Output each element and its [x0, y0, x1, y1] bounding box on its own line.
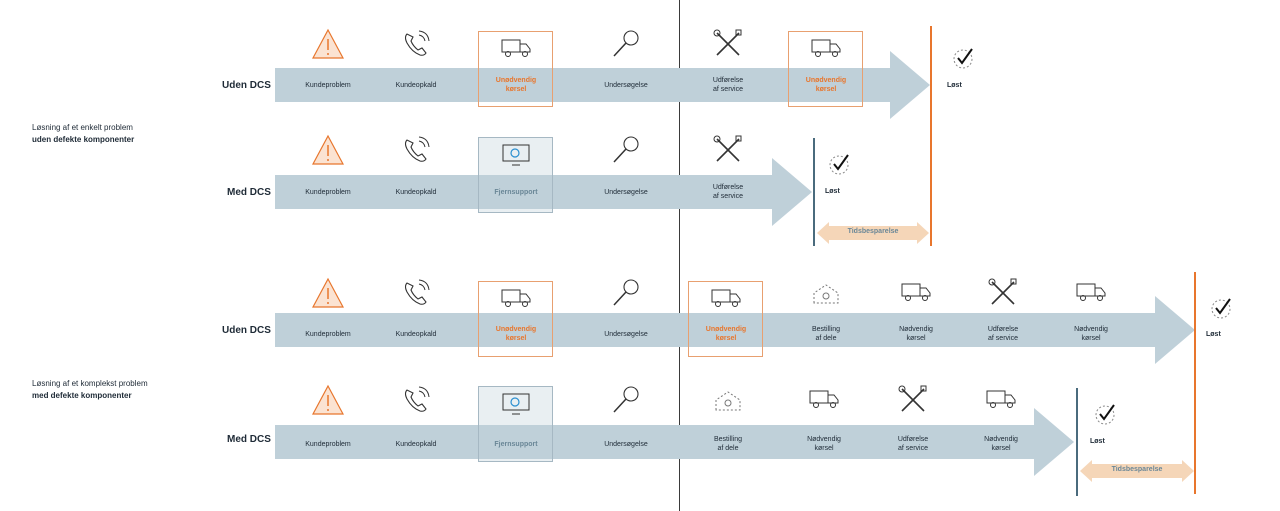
phone-icon	[398, 132, 434, 168]
process-arrow-head	[772, 158, 812, 226]
tools-icon	[895, 382, 931, 418]
time-savings-arrow: Tidsbesparelse	[1080, 460, 1194, 482]
process-arrow-body	[275, 313, 1156, 347]
step-label: Unødvendig kørsel	[495, 326, 537, 342]
step-label: Kundeproblem	[305, 331, 351, 338]
group-label-line1: Løsning af et komplekst problem	[32, 379, 148, 388]
step-label: Kundeproblem	[305, 441, 351, 448]
step-label: Kundeopkald	[395, 82, 437, 89]
remote-support-box	[478, 137, 553, 213]
step-label: Unødvendig kørsel	[805, 77, 847, 93]
solved-marker-line	[1076, 388, 1078, 496]
step-label: Unødvendig kørsel	[705, 326, 747, 342]
step-label: Undersøgelse	[604, 189, 648, 196]
truck-icon	[808, 31, 844, 67]
step-label: Nødvendig kørsel	[1074, 326, 1108, 342]
step-label: Fjernsupport	[494, 441, 538, 448]
time-savings-label: Tidsbesparelse	[847, 228, 899, 235]
unnecessary-trip-box	[478, 281, 553, 357]
step-label: Undersøgelse	[604, 441, 648, 448]
step-label: Kundeproblem	[305, 189, 351, 196]
truck-icon	[898, 275, 934, 311]
parts-icon	[710, 382, 746, 418]
step-label: Bestilling af dele	[811, 326, 840, 342]
warning-icon	[310, 382, 346, 418]
solved-label: Løst	[1206, 331, 1221, 338]
row-label: Uden DCS	[222, 80, 271, 91]
step-label: Nødvendig kørsel	[807, 436, 841, 452]
warning-icon	[310, 26, 346, 62]
group-label-line2: uden defekte komponenter	[32, 135, 135, 144]
step-label: Udførelse af service	[712, 184, 744, 200]
warning-icon	[310, 132, 346, 168]
truck-icon	[498, 31, 534, 67]
step-label: Udførelse af service	[987, 326, 1019, 342]
truck-icon	[806, 382, 842, 418]
unnecessary-trip-box	[788, 31, 863, 107]
step-label: Nødvendig kørsel	[984, 436, 1018, 452]
checkmark-badge-icon	[822, 146, 858, 182]
group-label-line2: med defekte komponenter	[32, 391, 132, 400]
tools-icon	[985, 275, 1021, 311]
checkmark-badge-icon	[1088, 396, 1124, 432]
step-label: Undersøgelse	[604, 82, 648, 89]
step-label: Udførelse af service	[712, 77, 744, 93]
step-label: Kundeopkald	[395, 441, 437, 448]
solved-label: Løst	[825, 188, 840, 195]
step-label: Kundeopkald	[395, 189, 437, 196]
process-arrow-body	[275, 175, 773, 209]
phone-icon	[398, 275, 434, 311]
step-label: Undersøgelse	[604, 331, 648, 338]
truck-icon	[1073, 275, 1109, 311]
center-divider	[679, 0, 680, 511]
process-arrow-body	[275, 425, 1035, 459]
solved-marker-line	[813, 138, 815, 246]
solved-marker-line	[1194, 272, 1196, 494]
time-savings-label: Tidsbesparelse	[1111, 466, 1163, 473]
checkmark-badge-icon	[946, 40, 982, 76]
phone-icon	[398, 382, 434, 418]
unnecessary-trip-box	[478, 31, 553, 107]
truck-icon	[983, 382, 1019, 418]
process-arrow-head	[1155, 296, 1195, 364]
step-label: Nødvendig kørsel	[899, 326, 933, 342]
group-label-simple: Løsning af et enkelt problem uden defekt…	[32, 122, 134, 146]
tools-icon	[710, 26, 746, 62]
solved-label: Løst	[947, 82, 962, 89]
warning-icon	[310, 275, 346, 311]
truck-icon	[498, 281, 534, 317]
checkmark-badge-icon	[1204, 290, 1240, 326]
parts-icon	[808, 275, 844, 311]
step-label: Fjernsupport	[494, 189, 538, 196]
process-arrow-head	[1034, 408, 1074, 476]
remote-support-box	[478, 386, 553, 462]
remote-monitor-icon	[498, 137, 534, 173]
step-label: Bestilling af dele	[713, 436, 742, 452]
magnifier-icon	[608, 26, 644, 62]
row-label: Med DCS	[227, 187, 271, 198]
magnifier-icon	[608, 132, 644, 168]
magnifier-icon	[608, 275, 644, 311]
group-label-complex: Løsning af et komplekst problem med defe…	[32, 378, 148, 402]
time-savings-arrow: Tidsbesparelse	[817, 222, 929, 244]
process-arrow-head	[890, 51, 930, 119]
group-label-line1: Løsning af et enkelt problem	[32, 123, 133, 132]
step-label: Unødvendig kørsel	[495, 77, 537, 93]
row-label: Med DCS	[227, 434, 271, 445]
phone-icon	[398, 26, 434, 62]
row-label: Uden DCS	[222, 325, 271, 336]
step-label: Kundeopkald	[395, 331, 437, 338]
magnifier-icon	[608, 382, 644, 418]
truck-icon	[708, 281, 744, 317]
step-label: Udførelse af service	[897, 436, 929, 452]
solved-label: Løst	[1090, 438, 1105, 445]
remote-monitor-icon	[498, 386, 534, 422]
tools-icon	[710, 132, 746, 168]
step-label: Kundeproblem	[305, 82, 351, 89]
unnecessary-trip-box	[688, 281, 763, 357]
solved-marker-line	[930, 26, 932, 246]
